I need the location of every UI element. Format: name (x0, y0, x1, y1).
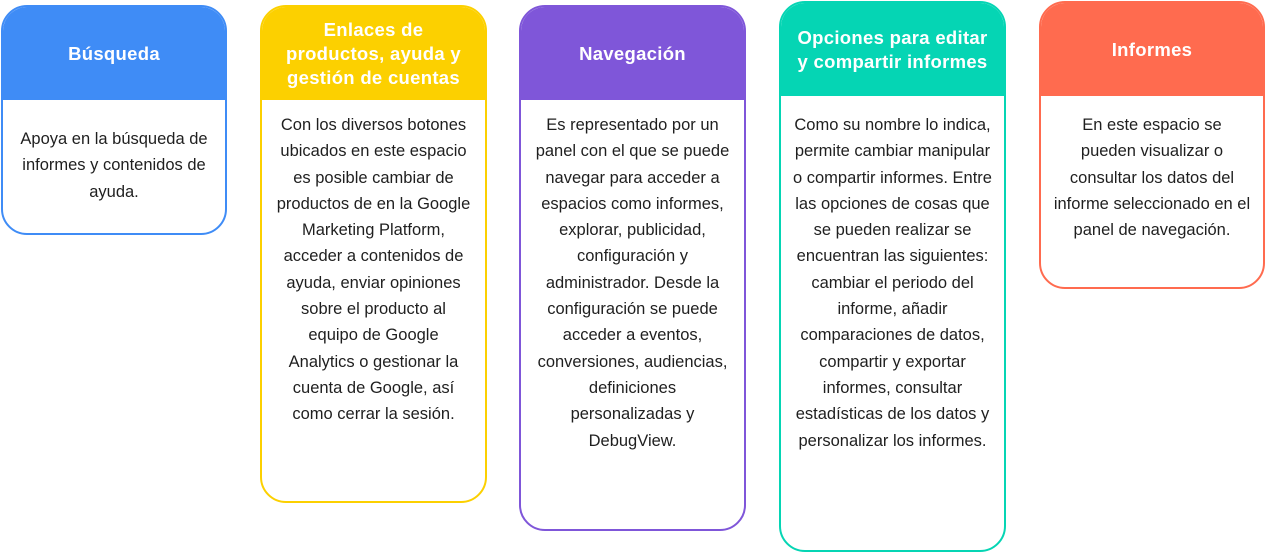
card-description: Como su nombre lo indica, permite cambia… (793, 116, 992, 450)
card-title: Opciones para editar y compartir informe… (781, 3, 1004, 96)
card-description: Es representado por un panel con el que … (535, 116, 730, 450)
card-title: Búsqueda (3, 7, 225, 100)
card-informes: Informes En este espacio se pueden visua… (1039, 1, 1265, 289)
card-title: Navegación (521, 7, 744, 100)
card-description: Apoya en la búsqueda de informes y conte… (20, 130, 208, 201)
card-description: En este espacio se pueden visualizar o c… (1053, 116, 1251, 240)
card-busqueda: Búsqueda Apoya en la búsqueda de informe… (1, 5, 227, 235)
card-title: Informes (1041, 3, 1263, 96)
card-navegacion: Navegación Es representado por un panel … (519, 5, 746, 531)
card-title: Enlaces de productos, ayuda y gestión de… (262, 7, 485, 100)
card-opciones-informes: Opciones para editar y compartir informe… (779, 1, 1006, 552)
card-description: Con los diversos botones ubicados en est… (276, 116, 471, 424)
card-enlaces-productos: Enlaces de productos, ayuda y gestión de… (260, 5, 487, 503)
